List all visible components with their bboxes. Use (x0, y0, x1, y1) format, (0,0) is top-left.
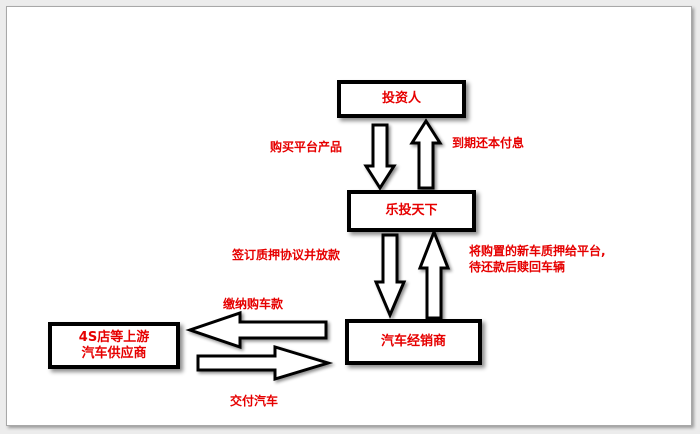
label-sign-agreement: 签订质押协议并放款 (232, 248, 341, 262)
arrow-pledge-vehicle (417, 227, 451, 320)
node-dealer: 汽车经销商 (345, 319, 482, 365)
arrow-deliver-car (196, 344, 334, 382)
label-deliver-car: 交付汽车 (230, 394, 279, 408)
label-pledge-vehicle: 将购置的新车质押给平台, 待还款后赎回车辆 (469, 244, 606, 274)
arrow-buy-product (363, 123, 397, 191)
node-platform: 乐投天下 (347, 190, 476, 232)
node-investor: 投资人 (337, 80, 466, 118)
label-pay-purchase: 缴纳购车款 (223, 297, 284, 311)
node-supplier: 4S店等上游 汽车供应商 (48, 322, 180, 369)
arrow-repay (409, 118, 443, 190)
arrow-sign-agreement (373, 233, 407, 319)
arrow-pay-purchase (185, 310, 328, 350)
label-repay: 到期还本付息 (452, 136, 525, 150)
label-buy-product: 购买平台产品 (270, 140, 343, 154)
